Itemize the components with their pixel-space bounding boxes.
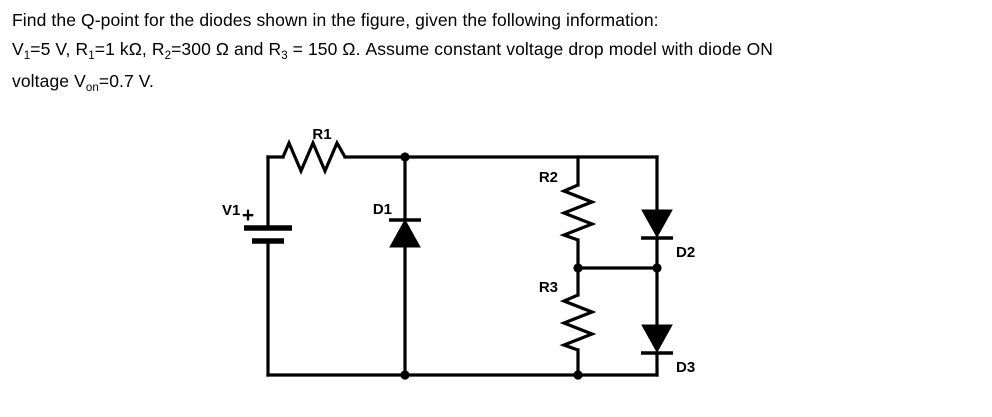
diode-d3-triangle: [641, 324, 673, 354]
r2-value: =300 Ω and: [171, 39, 269, 59]
node-dot-mid-resistors: [573, 263, 583, 273]
node-dot-bottom-d1: [400, 370, 410, 380]
problem-line-2: V1=5 V, R1=1 kΩ, R2=300 Ω and R3 = 150 Ω…: [12, 35, 980, 67]
problem-line-1: Find the Q-point for the diodes shown in…: [12, 10, 659, 30]
label-d3: D3: [676, 359, 695, 376]
von-suffix: =0.7 V.: [98, 71, 154, 91]
diode-d2-triangle: [641, 209, 673, 239]
label-d2: D2: [676, 244, 695, 261]
schematic-svg: R1 R2 R3 D1 D2 D3 V1 +: [222, 126, 695, 380]
r3-symbol: R: [268, 39, 282, 59]
label-r2: R2: [539, 169, 558, 186]
resistor-r2-symbol: [559, 183, 597, 242]
label-r1: R1: [312, 126, 331, 143]
label-d1: D1: [373, 201, 392, 218]
r1-symbol: R: [75, 39, 89, 59]
von-prefix: voltage V: [12, 71, 86, 91]
diode-d1-triangle: [389, 218, 421, 248]
r3-subscript: 3: [281, 49, 288, 62]
node-dot-top-d1: [400, 152, 410, 162]
problem-statement: Find the Q-point for the diodes shown in…: [12, 6, 980, 99]
node-dot-mid-diodes: [652, 263, 662, 273]
label-r3: R3: [539, 279, 558, 296]
resistor-r3-symbol: [559, 293, 597, 352]
r2-symbol: R: [151, 39, 165, 59]
label-v1: V1: [222, 202, 240, 219]
von-subscript: on: [85, 81, 99, 94]
node-dot-bottom-r3: [573, 370, 583, 380]
v1-value: =5 V,: [30, 39, 76, 59]
problem-line-3: voltage Von=0.7 V.: [12, 67, 980, 99]
battery-plus-sign: +: [242, 204, 254, 227]
v1-symbol: V: [12, 39, 24, 59]
circuit-figure: R1 R2 R3 D1 D2 D3 V1 +: [0, 110, 992, 417]
r1-value: =1 kΩ,: [94, 39, 152, 59]
r2-subscript: 2: [164, 49, 172, 62]
r3-value: = 150 Ω. Assume constant voltage drop mo…: [287, 39, 774, 59]
resistor-r1-symbol: [281, 138, 347, 176]
r1-subscript: 1: [88, 49, 95, 62]
v1-subscript: 1: [23, 49, 31, 62]
